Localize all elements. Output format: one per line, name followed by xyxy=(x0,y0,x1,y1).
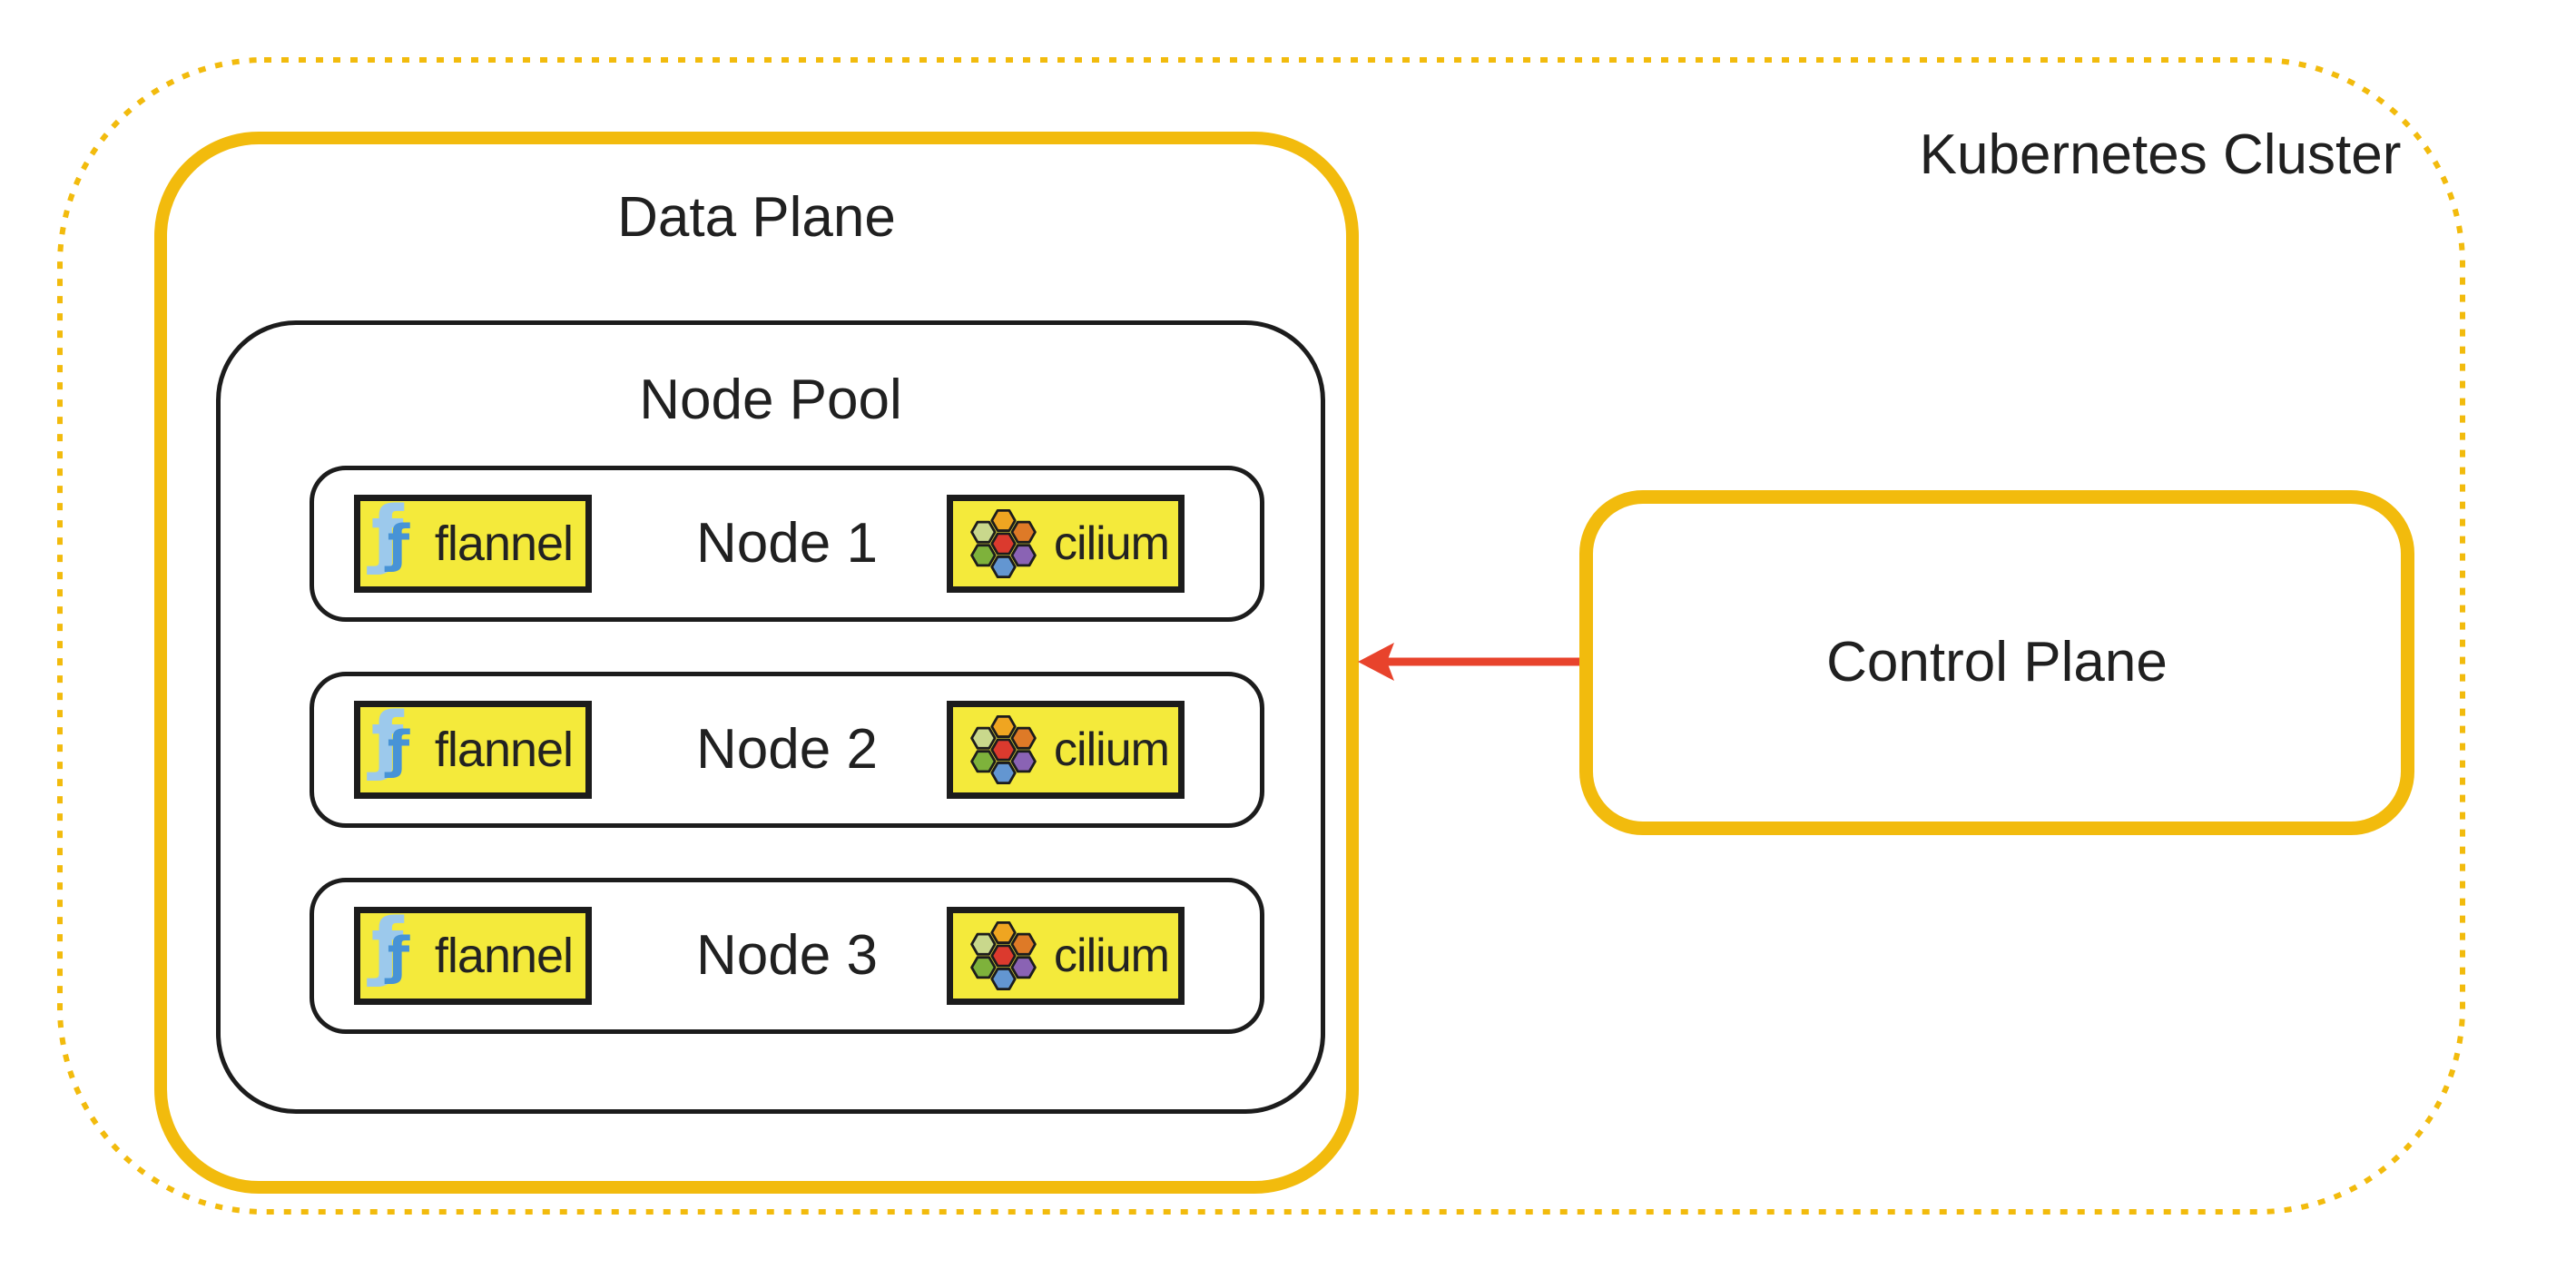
data-plane-label: Data Plane xyxy=(617,186,896,249)
control-plane-label: Control Plane xyxy=(1826,631,2168,694)
control-plane-box: Control Plane xyxy=(1579,490,2414,835)
node-row: ƒ ƒ flannel Node 3 xyxy=(310,878,1264,1034)
flannel-label: flannel xyxy=(434,929,574,983)
flannel-icon-back: ƒ xyxy=(370,491,404,577)
flannel-icon-front: ƒ xyxy=(387,721,410,780)
node-row: ƒ ƒ flannel Node 2 xyxy=(310,672,1264,828)
cilium-label: cilium xyxy=(1054,517,1170,570)
node-row: ƒ ƒ flannel Node 1 xyxy=(310,466,1264,622)
cilium-label: cilium xyxy=(1054,723,1170,776)
flannel-badge: ƒ ƒ flannel xyxy=(354,907,592,1005)
cilium-icon xyxy=(970,714,1037,785)
cilium-badge: cilium xyxy=(947,495,1185,593)
node-label: Node 1 xyxy=(696,512,878,575)
kubernetes-cluster-label: Kubernetes Cluster xyxy=(1919,123,2402,186)
flannel-label: flannel xyxy=(434,517,574,571)
cilium-badge: cilium xyxy=(947,907,1185,1005)
control-to-dataplane-arrow-icon xyxy=(1358,643,1579,681)
flannel-icon: ƒ ƒ xyxy=(370,903,426,999)
flannel-label: flannel xyxy=(434,723,574,777)
node-label: Node 3 xyxy=(696,924,878,987)
flannel-icon-back: ƒ xyxy=(370,903,404,989)
flannel-badge: ƒ ƒ flannel xyxy=(354,495,592,593)
flannel-icon-back: ƒ xyxy=(370,697,404,783)
flannel-badge: ƒ ƒ flannel xyxy=(354,701,592,799)
flannel-icon-front: ƒ xyxy=(387,515,410,574)
cilium-icon xyxy=(970,920,1037,991)
node-pool-label: Node Pool xyxy=(639,369,902,431)
node-label: Node 2 xyxy=(696,718,878,781)
data-plane-box: Data Plane Node Pool ƒ ƒ flannel Node 1 xyxy=(154,132,1359,1194)
flannel-icon: ƒ ƒ xyxy=(371,703,426,792)
cilium-icon xyxy=(970,508,1037,579)
flannel-icon: ƒ ƒ xyxy=(371,497,426,586)
node-pool-box: Node Pool ƒ ƒ flannel Node 1 xyxy=(216,320,1325,1114)
flannel-icon-front: ƒ xyxy=(387,927,410,986)
cilium-badge: cilium xyxy=(947,701,1185,799)
cilium-label: cilium xyxy=(1054,930,1170,982)
